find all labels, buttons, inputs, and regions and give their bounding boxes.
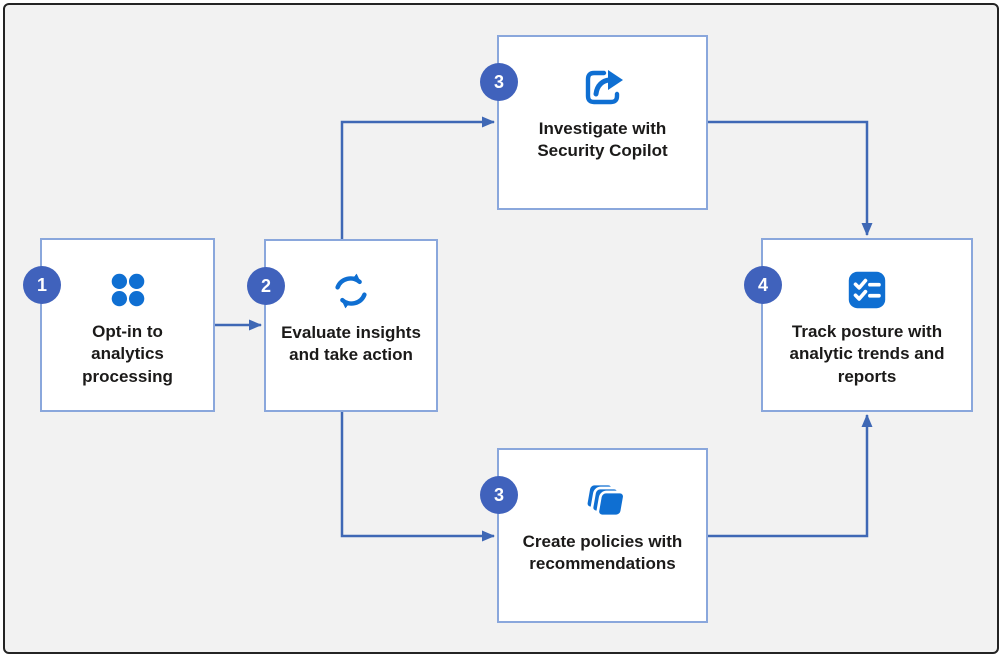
step-badge: 2 — [247, 267, 285, 305]
step-label: Create policies with recommendations — [522, 532, 683, 574]
step-label: Opt-in to analytics processing — [82, 322, 173, 386]
step-label: Investigate with Security Copilot — [537, 119, 668, 161]
checklist-icon — [843, 266, 891, 314]
step-box-create-policies: 3 Create policies with recommendations — [480, 448, 708, 623]
sync-arrows-icon — [327, 267, 375, 315]
share-arrow-icon — [579, 63, 627, 111]
step-badge: 3 — [480, 63, 518, 101]
step-badge: 1 — [23, 266, 61, 304]
grid-dots-icon — [104, 266, 152, 314]
step-badge: 3 — [480, 476, 518, 514]
step-label: Track posture with analytic trends and r… — [789, 322, 945, 386]
step-box-opt-in: 1 Opt-in to analytics processing — [23, 238, 215, 412]
step-box-investigate: 3 Investigate with Security Copilot — [480, 35, 708, 210]
step-label: Evaluate insights and take action — [281, 323, 421, 365]
step-box-track-posture: 4 Track posture with analytic trends and… — [744, 238, 973, 412]
step-badge: 4 — [744, 266, 782, 304]
step-box-evaluate: 2 Evaluate insights and take action — [247, 239, 438, 412]
stacked-cards-icon — [579, 476, 627, 524]
